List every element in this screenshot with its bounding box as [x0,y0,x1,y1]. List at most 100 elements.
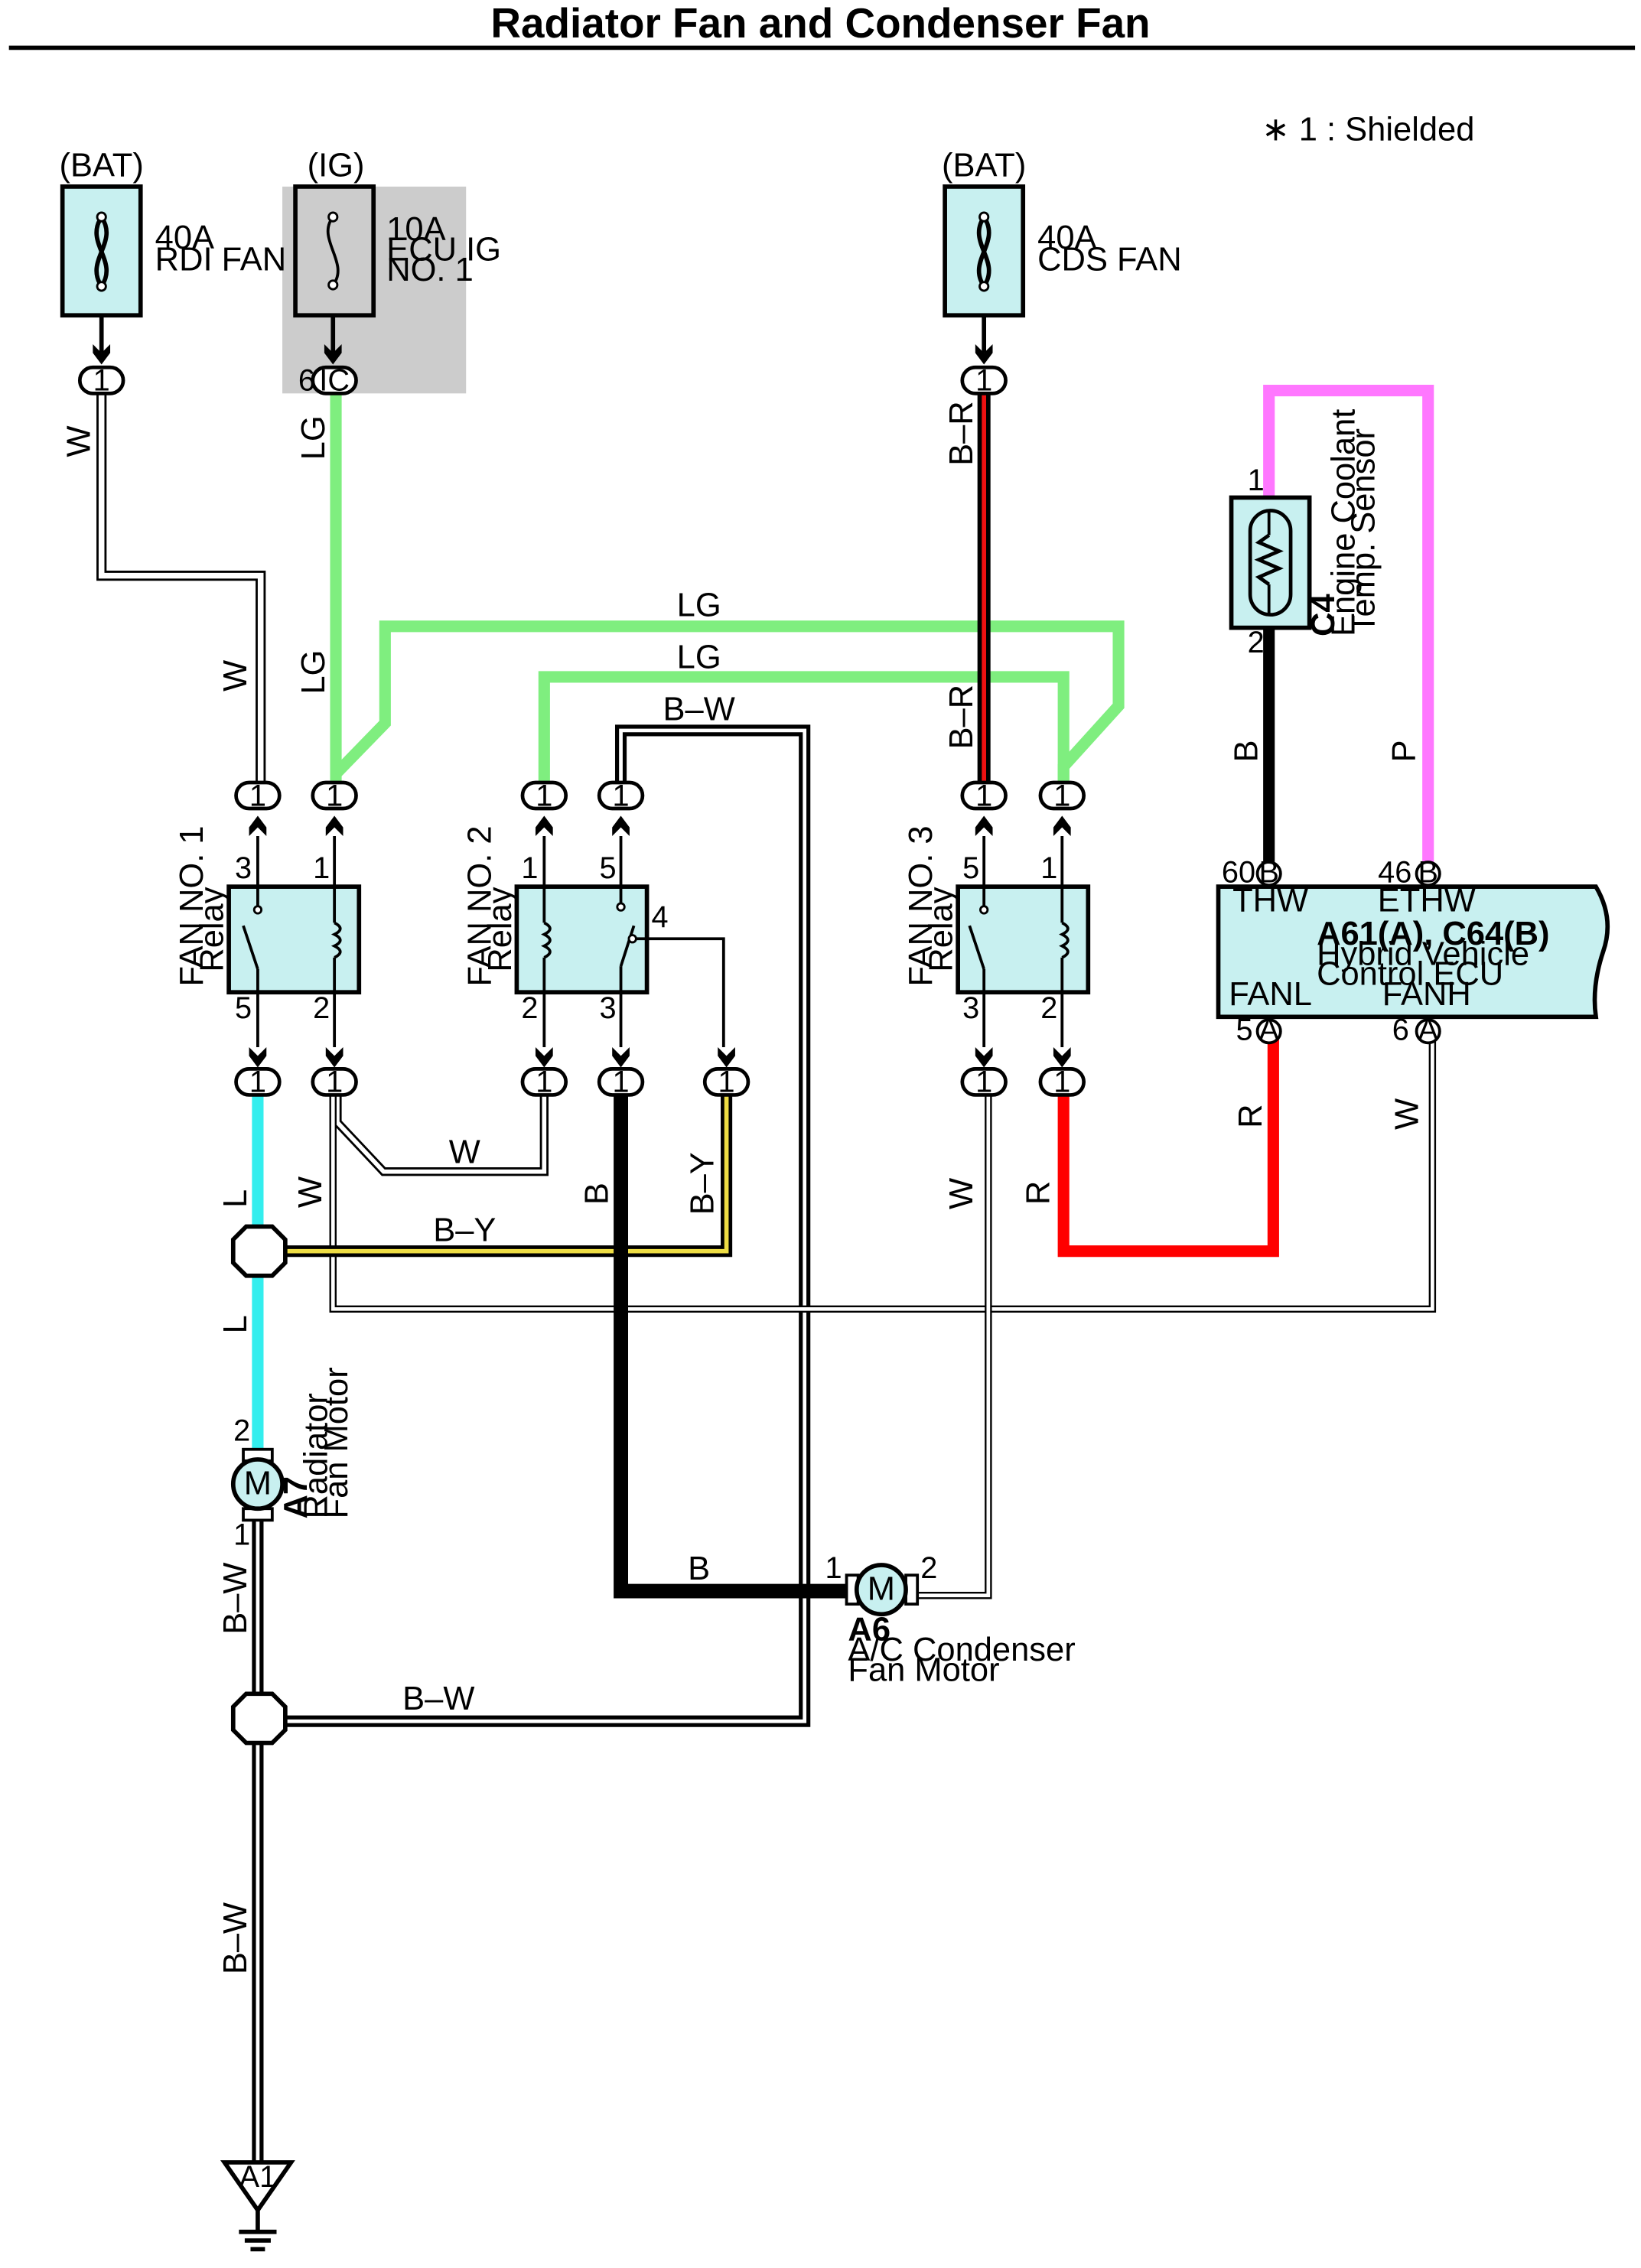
svg-text:1: 1 [975,779,992,812]
svg-text:1: 1 [1248,464,1265,497]
svg-text:1: 1 [93,364,110,398]
svg-text:1: 1 [313,851,330,885]
svg-text:4: 4 [652,900,669,934]
svg-text:2: 2 [920,1551,937,1585]
svg-text:LG: LG [295,415,332,460]
svg-text:M: M [244,1465,272,1502]
svg-text:IC: IC [319,364,350,398]
svg-text:LG: LG [677,639,721,676]
svg-text:B–W: B–W [217,1902,254,1974]
hybrid-vehicle-control-ecu: B B A A 60 46 5 6 THW ETHW A61(A), C64(B… [1216,855,1610,1047]
svg-text:Relay: Relay [923,887,960,971]
ac-condenser-fan-motor: M 1 2 A6 A/C Condenser Fan Motor [825,1551,1075,1688]
svg-text:1: 1 [825,1551,842,1585]
fuse-rdi: (BAT) 1 40A RDI FAN [60,148,287,398]
svg-text:2: 2 [233,1414,250,1447]
wire-w-relay3 [914,1096,992,1599]
svg-text:A61(A), C64(B): A61(A), C64(B) [1317,916,1549,952]
svg-text:M: M [868,1570,895,1607]
svg-text:W: W [943,1178,980,1209]
fuse-ecu-ig: (IG) IC 6 10A ECU IG NO. 1 [293,148,501,398]
svg-text:1: 1 [975,364,992,398]
junction-lower [230,1691,288,1746]
svg-text:1: 1 [1053,779,1070,812]
svg-text:Fan Motor: Fan Motor [848,1651,999,1688]
svg-text:W: W [1389,1098,1425,1130]
svg-text:1: 1 [249,779,266,812]
svg-text:6: 6 [1392,1014,1409,1047]
svg-text:Radiator: Radiator [298,1393,335,1518]
svg-text:40A: 40A [155,220,214,256]
svg-text:Hybrid Vehicle: Hybrid Vehicle [1317,936,1529,972]
svg-text:60: 60 [1222,855,1255,889]
svg-text:2: 2 [1248,626,1265,659]
svg-text:W: W [61,425,98,457]
wire-r [1057,1030,1279,1258]
svg-text:A6: A6 [848,1611,891,1648]
wire-labels: W LG B–R W LG LG LG B–W B–R B P W L W B … [61,401,1426,1974]
svg-text:RDI FAN: RDI FAN [155,242,287,278]
relay-bottom-connectors: 1 1 1 1 1 1 1 [236,1047,1084,1099]
svg-text:1: 1 [613,779,630,812]
diagram-title: Radiator Fan and Condenser Fan [490,0,1150,47]
relay-fan-no-3: 5 1 3 2 FAN NO. 3 Relay [903,825,1091,1048]
svg-text:10A: 10A [386,211,445,248]
svg-text:5: 5 [599,851,616,885]
ground-a1: A1 [220,2160,295,2252]
svg-text:3: 3 [962,991,979,1025]
svg-text:L: L [217,1189,254,1208]
wire-b-motor [614,1096,847,1599]
engine-coolant-temp-sensor: 1 2 C4 Engine Coolant Temp. Sensor [1229,409,1382,659]
radiator-fan-motor: M 2 1 A7 Radiator Fan Motor [230,1367,355,1552]
svg-text:FAN NO. 2: FAN NO. 2 [461,825,498,986]
svg-text:A7: A7 [278,1476,314,1519]
svg-text:1: 1 [536,779,552,812]
svg-text:5: 5 [962,851,979,885]
svg-text:3: 3 [599,991,616,1025]
svg-text:LG: LG [677,587,721,624]
svg-text:A/C Condenser: A/C Condenser [848,1632,1075,1668]
svg-text:B: B [1258,855,1278,889]
wire-w-cross [333,1096,549,1176]
svg-text:NO. 1: NO. 1 [386,252,474,288]
svg-text:ETHW: ETHW [1378,882,1476,919]
svg-text:6: 6 [298,364,315,398]
svg-text:C4: C4 [1305,594,1342,636]
svg-text:B: B [579,1183,616,1205]
relay-fan-no-2: 1 5 2 3 4 FAN NO. 2 Relay [461,825,725,1048]
junction-upper [230,1224,288,1278]
relay-fan-no-1: 3 1 5 2 FAN NO. 1 Relay [174,825,362,1048]
svg-text:46: 46 [1378,855,1411,889]
svg-text:1: 1 [536,1066,552,1099]
svg-text:5: 5 [1236,1014,1253,1047]
svg-text:(BAT): (BAT) [942,148,1026,184]
svg-text:P: P [1386,740,1423,763]
svg-text:FAN NO. 3: FAN NO. 3 [903,825,939,986]
svg-text:1: 1 [233,1518,250,1552]
svg-text:LG: LG [295,650,332,695]
svg-text:(BAT): (BAT) [60,148,144,184]
wire-lg-mid [538,671,1070,783]
svg-text:B–Y: B–Y [433,1212,496,1248]
svg-text:(IG): (IG) [308,148,365,184]
svg-text:Relay: Relay [194,887,231,971]
relay-top-connectors: 1 1 1 1 1 1 [236,779,1084,836]
svg-text:A: A [1258,1014,1279,1047]
svg-text:B: B [1229,740,1265,763]
svg-text:2: 2 [521,991,538,1025]
svg-text:W: W [292,1176,329,1208]
svg-text:Engine Coolant: Engine Coolant [1325,409,1362,636]
svg-text:1: 1 [521,851,538,885]
svg-text:2: 2 [313,991,330,1025]
svg-text:FAN NO. 1: FAN NO. 1 [174,825,210,986]
svg-text:FANL: FANL [1229,976,1312,1013]
svg-text:5: 5 [235,991,252,1025]
svg-text:3: 3 [235,851,252,885]
svg-text:FANH: FANH [1382,976,1471,1013]
svg-text:Temp. Sensor: Temp. Sensor [1346,428,1382,633]
svg-text:Relay: Relay [482,887,519,971]
svg-text:1: 1 [1053,1066,1070,1099]
svg-text:CDS FAN: CDS FAN [1037,242,1181,278]
svg-text:B–W: B–W [663,691,735,728]
